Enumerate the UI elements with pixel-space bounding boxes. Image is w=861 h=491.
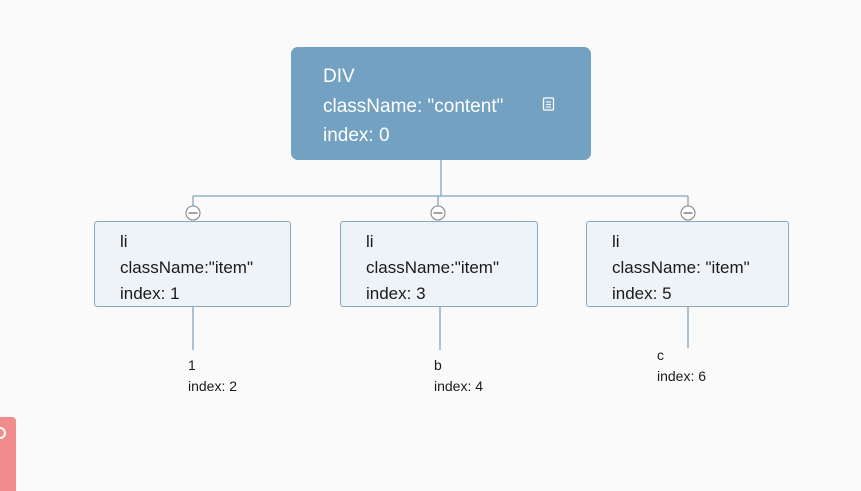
leaf-text: b: [434, 357, 442, 373]
root-node-div[interactable]: DIV className: "content" index: 0: [291, 47, 591, 160]
leaf-node-1[interactable]: 1 index: 2: [188, 355, 237, 397]
collapse-toggle-1[interactable]: [185, 205, 201, 221]
root-classname: className: "content": [323, 95, 504, 117]
child-node-li-1[interactable]: li className:"item" index: 1: [94, 221, 291, 307]
leaf-text: c: [657, 347, 664, 363]
child-tag: li: [366, 232, 374, 251]
collapse-toggle-3[interactable]: [680, 205, 696, 221]
child-index: index: 5: [612, 284, 672, 303]
child-classname: className: "item": [612, 258, 750, 277]
root-index: index: 0: [323, 125, 390, 146]
child-node-li-2[interactable]: li className:"item" index: 3: [340, 221, 538, 307]
child-tag: li: [120, 232, 128, 251]
child-tag: li: [612, 232, 620, 251]
child-node-li-3[interactable]: li className: "item" index: 5: [586, 221, 789, 307]
leaf-index: index: 6: [657, 368, 707, 384]
child-classname: className:"item": [366, 258, 499, 277]
child-index: index: 3: [366, 284, 426, 303]
child-classname: className:"item": [120, 258, 253, 277]
leaf-node-3[interactable]: c index: 6: [657, 345, 706, 387]
root-tag: DIV: [323, 66, 355, 87]
leaf-index: index: 4: [434, 378, 484, 394]
leaf-node-2[interactable]: b index: 4: [434, 355, 483, 397]
note-icon[interactable]: [542, 97, 555, 111]
child-index: index: 1: [120, 284, 180, 303]
collapse-toggle-2[interactable]: [430, 205, 446, 221]
leaf-text: 1: [188, 357, 196, 373]
leaf-index: index: 2: [188, 378, 238, 394]
circle-icon: [0, 427, 6, 439]
side-feedback-tab[interactable]: [0, 417, 16, 491]
